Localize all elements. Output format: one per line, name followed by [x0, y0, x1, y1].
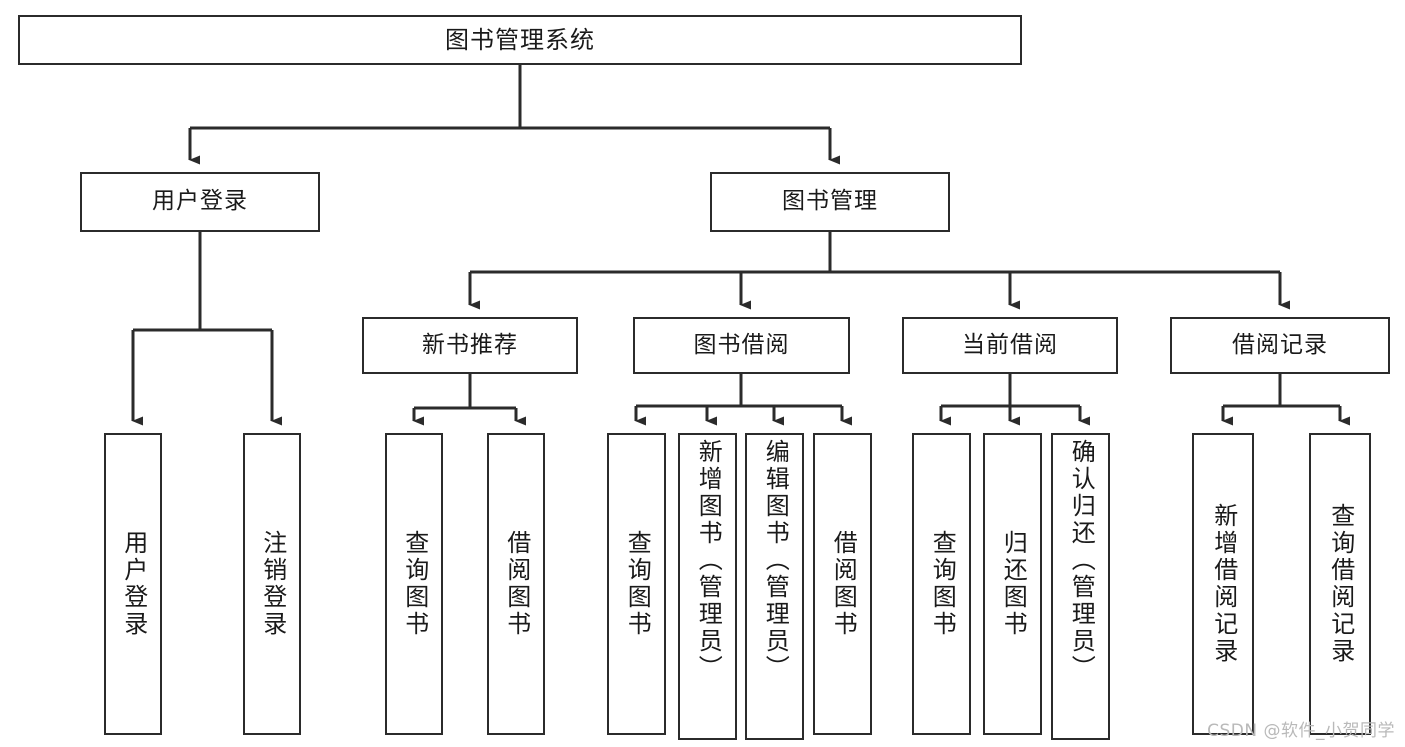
- leaf-label: 用户登录: [119, 530, 148, 638]
- node-leaf-query-borrow-record[interactable]: 查询借阅记录: [1309, 433, 1371, 735]
- leaf-label: 借阅图书: [502, 530, 531, 638]
- node-book-management[interactable]: 图书管理: [710, 172, 950, 232]
- leaf-label: 查询图书: [928, 530, 957, 638]
- node-leaf-add-borrow-record[interactable]: 新增借阅记录: [1192, 433, 1254, 735]
- node-leaf-confirm-return-admin[interactable]: 确认归还（管理员）: [1051, 433, 1110, 740]
- node-leaf-borrow-book-recommend[interactable]: 借阅图书: [487, 433, 545, 735]
- node-borrow-record[interactable]: 借阅记录: [1170, 317, 1390, 374]
- node-current-borrow[interactable]: 当前借阅: [902, 317, 1118, 374]
- leaf-label: 查询借阅记录: [1326, 503, 1355, 665]
- leaf-label: 注销登录: [258, 530, 287, 638]
- node-leaf-add-book-admin[interactable]: 新增图书（管理员）: [678, 433, 737, 740]
- node-leaf-query-book-recommend[interactable]: 查询图书: [385, 433, 443, 735]
- leaf-label: 借阅图书: [829, 530, 858, 638]
- leaf-label: 查询图书: [623, 530, 652, 638]
- node-new-book-recommend[interactable]: 新书推荐: [362, 317, 578, 374]
- node-leaf-borrow-book[interactable]: 借阅图书: [813, 433, 872, 735]
- watermark-text: CSDN @软件_小贺同学: [1207, 721, 1395, 741]
- leaf-label: 编辑图书（管理员）: [761, 439, 790, 682]
- node-leaf-edit-book-admin[interactable]: 编辑图书（管理员）: [745, 433, 804, 740]
- node-leaf-query-book-current[interactable]: 查询图书: [912, 433, 971, 735]
- node-leaf-return-book[interactable]: 归还图书: [983, 433, 1042, 735]
- node-leaf-user-login[interactable]: 用户登录: [104, 433, 162, 735]
- node-root-system[interactable]: 图书管理系统: [18, 15, 1022, 65]
- leaf-label: 确认归还（管理员）: [1067, 439, 1096, 682]
- leaf-label: 新增借阅记录: [1209, 503, 1238, 665]
- node-book-borrow[interactable]: 图书借阅: [633, 317, 850, 374]
- node-leaf-logout[interactable]: 注销登录: [243, 433, 301, 735]
- node-user-login[interactable]: 用户登录: [80, 172, 320, 232]
- leaf-label: 查询图书: [400, 530, 429, 638]
- leaf-label: 新增图书（管理员）: [694, 439, 723, 682]
- node-leaf-query-book-borrow[interactable]: 查询图书: [607, 433, 666, 735]
- leaf-label: 归还图书: [999, 530, 1028, 638]
